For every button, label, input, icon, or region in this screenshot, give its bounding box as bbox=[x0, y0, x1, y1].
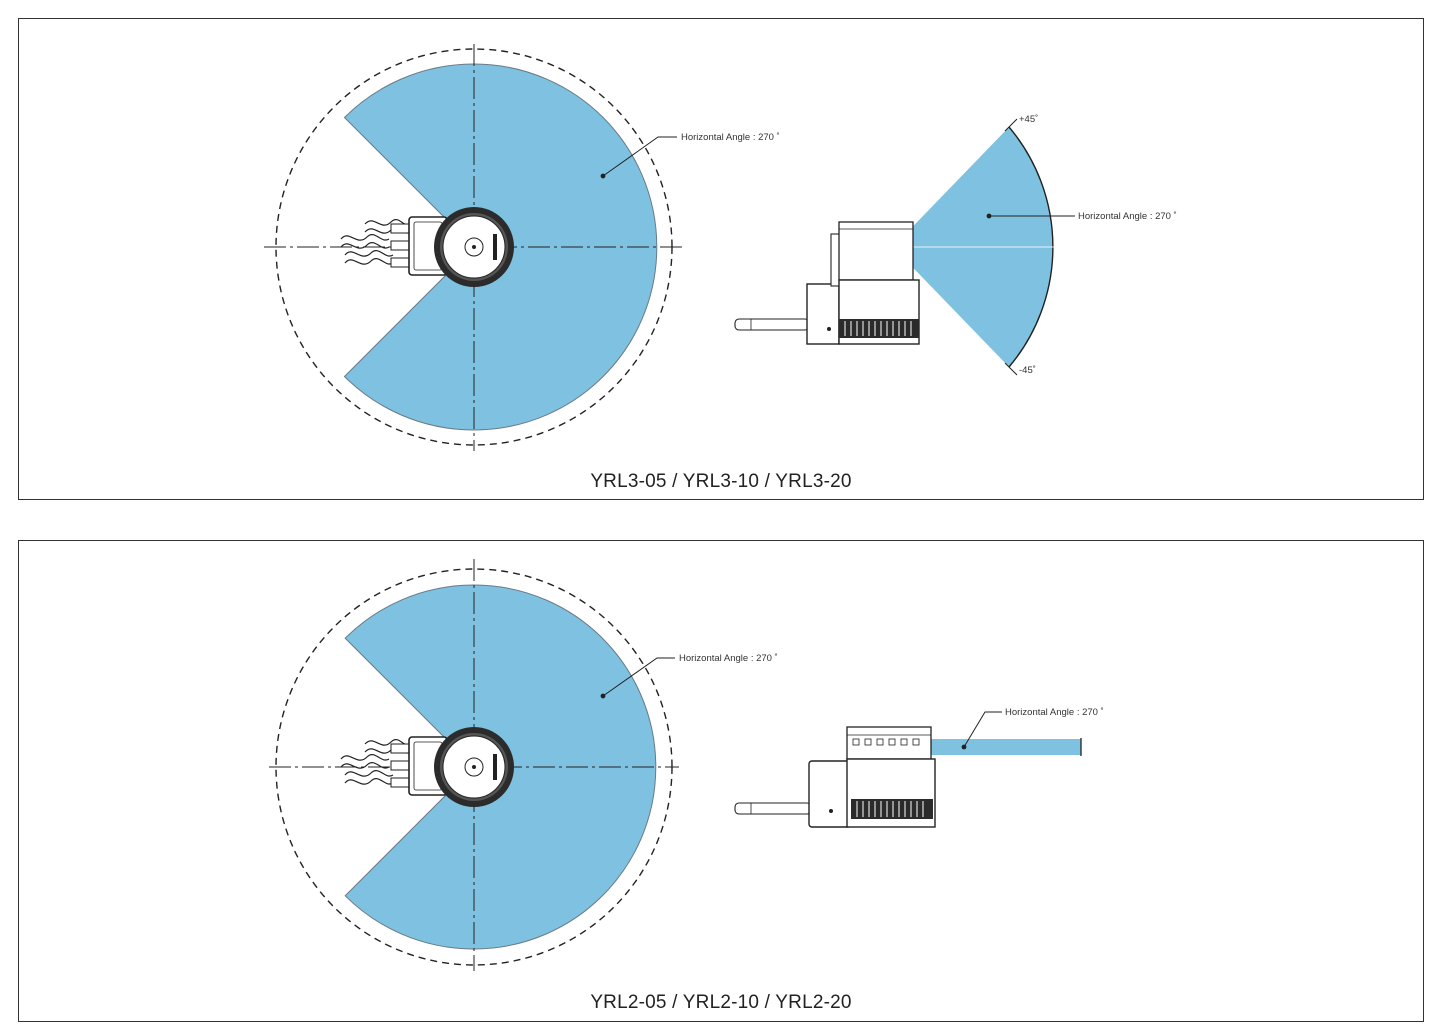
side-view-angle-label: Horizontal Angle : 270 ˚ bbox=[1005, 707, 1104, 718]
model-caption: YRL2-05 / YRL2-10 / YRL2-20 bbox=[590, 992, 852, 1013]
scan-plane-band bbox=[887, 739, 1081, 755]
leader-line bbox=[602, 657, 675, 697]
upper-angle-label: +45˚ bbox=[1019, 114, 1038, 125]
lidar-top-view bbox=[340, 727, 514, 807]
top-view-angle-label: Horizontal Angle : 270 ˚ bbox=[681, 132, 780, 143]
yrl3-diagram: Horizontal Angle : 270 ˚ +45˚ -45˚ bbox=[264, 44, 1177, 451]
lidar-side-view bbox=[734, 726, 936, 828]
leader-line bbox=[602, 136, 677, 177]
upper-limit-tick bbox=[1004, 118, 1018, 132]
side-view-angle-label: Horizontal Angle : 270 ˚ bbox=[1078, 211, 1177, 222]
lower-angle-label: -45˚ bbox=[1019, 365, 1036, 376]
lower-limit-tick bbox=[1004, 362, 1018, 376]
yrl3-panel: Horizontal Angle : 270 ˚ +45˚ -45˚ bbox=[18, 18, 1424, 500]
top-view-angle-label: Horizontal Angle : 270 ˚ bbox=[679, 653, 778, 664]
leader-line bbox=[963, 711, 1002, 748]
yrl2-diagram: Horizontal Angle : 270 ˚ bbox=[269, 559, 1104, 971]
model-caption: YRL3-05 / YRL3-10 / YRL3-20 bbox=[590, 471, 852, 492]
lidar-side-view bbox=[734, 221, 920, 345]
lidar-top-view bbox=[340, 207, 514, 287]
yrl2-panel: Horizontal Angle : 270 ˚ bbox=[18, 540, 1424, 1022]
